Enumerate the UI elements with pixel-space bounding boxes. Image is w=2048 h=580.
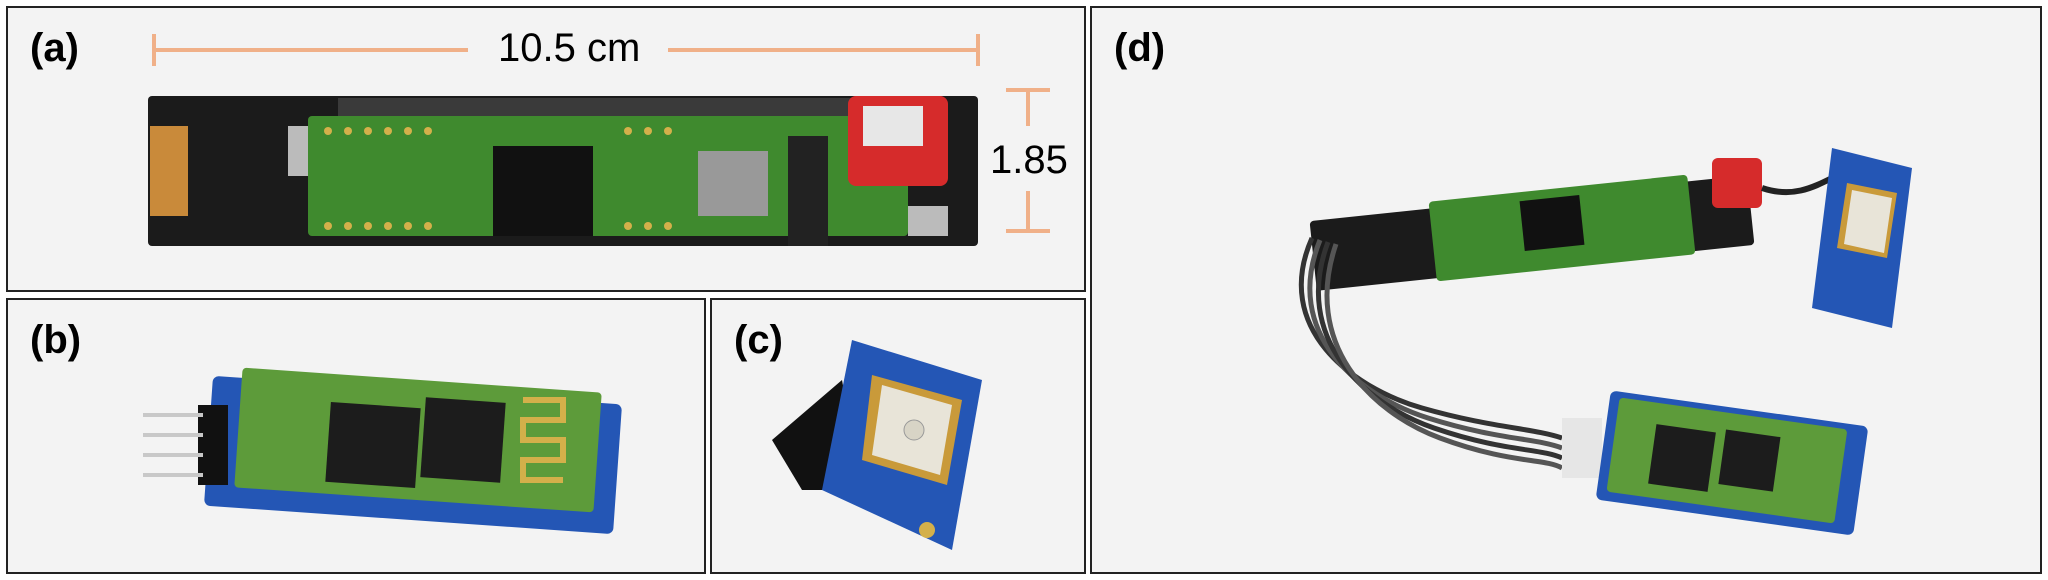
height-dimension-line [1006,88,1050,233]
width-label: 10.5 cm [498,26,641,70]
bluetooth-module-photo [143,367,622,534]
gps-module-photo [772,340,982,550]
height-label: 1.85 [990,138,1068,182]
panel-a-label: (a) [30,26,79,70]
width-dimension-line [152,34,980,66]
panel-c-label: (c) [734,318,783,362]
assembled-system-photo [1298,148,1912,535]
panel-c: (c) [710,298,1086,574]
logger-board-photo [148,96,978,246]
panel-a: (a) 10.5 cm 1.85 [6,6,1086,292]
panel-d: (d) [1090,6,2042,574]
panel-d-label: (d) [1114,26,1166,70]
panel-b-label: (b) [30,318,82,362]
panel-b: (b) [6,298,706,574]
